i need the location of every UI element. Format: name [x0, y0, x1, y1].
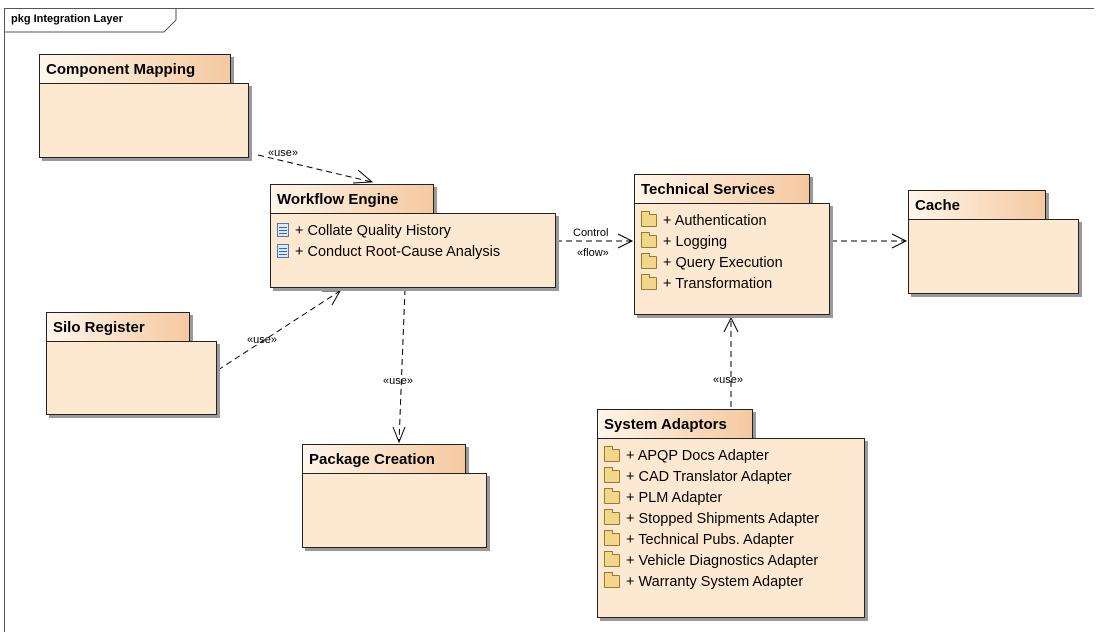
list-item[interactable]: + Authentication	[641, 210, 829, 232]
folder-icon	[604, 445, 620, 462]
package-name: Workflow Engine	[277, 191, 399, 208]
frame-tab	[4, 8, 177, 33]
package-body: + Authentication + Logging + Query Execu…	[634, 203, 830, 315]
arrowhead-workflow-creation	[392, 426, 406, 444]
list-item-label: + APQP Docs Adapter	[626, 448, 769, 464]
folder-icon	[641, 231, 657, 248]
folder-icon	[604, 571, 620, 588]
operation-label: + Conduct Root-Cause Analysis	[295, 244, 501, 260]
list-item[interactable]: + Logging	[641, 231, 829, 253]
list-item-label: + Vehicle Diagnostics Adapter	[626, 553, 819, 569]
folder-icon	[604, 529, 620, 546]
connector-mapping-workflow	[257, 154, 373, 183]
package-body: + APQP Docs Adapter + CAD Translator Ada…	[597, 438, 865, 618]
package-body	[39, 83, 249, 158]
arrowhead-services-cache	[891, 233, 908, 249]
package-tab: Component Mapping	[39, 54, 231, 84]
list-item-label: + Stopped Shipments Adapter	[626, 511, 820, 527]
frame-label: pkg Integration Layer	[11, 13, 123, 25]
label-mapping-workflow: «use»	[268, 147, 298, 159]
list-item-label: + Query Execution	[663, 255, 783, 271]
list-item-label: + Transformation	[663, 276, 773, 292]
folder-icon	[604, 550, 620, 567]
folder-icon	[641, 252, 657, 269]
package-name: Cache	[915, 197, 961, 214]
list-item[interactable]: + Warranty System Adapter	[604, 571, 864, 593]
operation-label: + Collate Quality History	[295, 223, 451, 239]
connector-workflow-creation	[398, 288, 406, 443]
folder-icon	[604, 466, 620, 483]
list-item-label: + PLM Adapter	[626, 490, 723, 506]
folder-icon	[604, 487, 620, 504]
list-item-label: + Technical Pubs. Adapter	[626, 532, 794, 548]
package-name: Component Mapping	[46, 61, 196, 78]
list-item[interactable]: + Transformation	[641, 273, 829, 295]
operation-list: + Collate Quality History + Conduct Root…	[271, 214, 555, 263]
package-tab: Package Creation	[302, 444, 466, 474]
list-item-label: + Warranty System Adapter	[626, 574, 804, 590]
package-body	[46, 341, 217, 415]
package-name: Technical Services	[641, 181, 775, 198]
list-item-label: + Authentication	[663, 213, 767, 229]
list-item[interactable]: + Technical Pubs. Adapter	[604, 529, 864, 551]
package-body	[302, 473, 487, 548]
label-silo-workflow: «use»	[247, 334, 277, 346]
package-tab: Cache	[908, 190, 1046, 220]
item-list: + APQP Docs Adapter + CAD Translator Ada…	[598, 439, 864, 593]
package-body	[908, 219, 1079, 294]
folder-icon	[641, 273, 657, 290]
package-tab: Technical Services	[634, 174, 810, 204]
operation-icon	[277, 223, 289, 238]
label-workflow-creation: «use»	[383, 375, 413, 387]
operation-item[interactable]: + Collate Quality History	[277, 221, 555, 242]
package-body: + Collate Quality History + Conduct Root…	[270, 213, 556, 288]
label-adaptors-services: «use»	[713, 374, 743, 386]
list-item[interactable]: + Query Execution	[641, 252, 829, 274]
operation-icon	[277, 244, 289, 259]
list-item-label: + CAD Translator Adapter	[626, 469, 792, 485]
package-name: Package Creation	[309, 451, 435, 468]
list-item-label: + Logging	[663, 234, 728, 250]
list-item[interactable]: + APQP Docs Adapter	[604, 445, 864, 467]
package-tab: Silo Register	[46, 312, 190, 342]
package-name: Silo Register	[53, 319, 145, 336]
list-item[interactable]: + Stopped Shipments Adapter	[604, 508, 864, 530]
list-item[interactable]: + Vehicle Diagnostics Adapter	[604, 550, 864, 572]
connector-silo-workflow	[217, 290, 341, 371]
list-item[interactable]: + PLM Adapter	[604, 487, 864, 509]
folder-icon	[604, 508, 620, 525]
arrowhead-workflow-services	[617, 233, 634, 249]
operation-item[interactable]: + Conduct Root-Cause Analysis	[277, 242, 555, 263]
item-list: + Authentication + Logging + Query Execu…	[635, 204, 829, 295]
arrowhead-silo-workflow	[322, 290, 341, 306]
diagram-frame	[4, 8, 1094, 632]
arrowhead-mapping-workflow	[352, 169, 374, 184]
package-tab: System Adaptors	[597, 409, 753, 439]
list-item[interactable]: + CAD Translator Adapter	[604, 466, 864, 488]
label-workflow-services: «flow»	[577, 247, 609, 259]
arrowhead-adaptors-services	[723, 316, 739, 333]
package-tab: Workflow Engine	[270, 184, 434, 214]
package-name: System Adaptors	[604, 416, 727, 433]
connector-name-control: Control	[573, 227, 608, 239]
folder-icon	[641, 210, 657, 227]
